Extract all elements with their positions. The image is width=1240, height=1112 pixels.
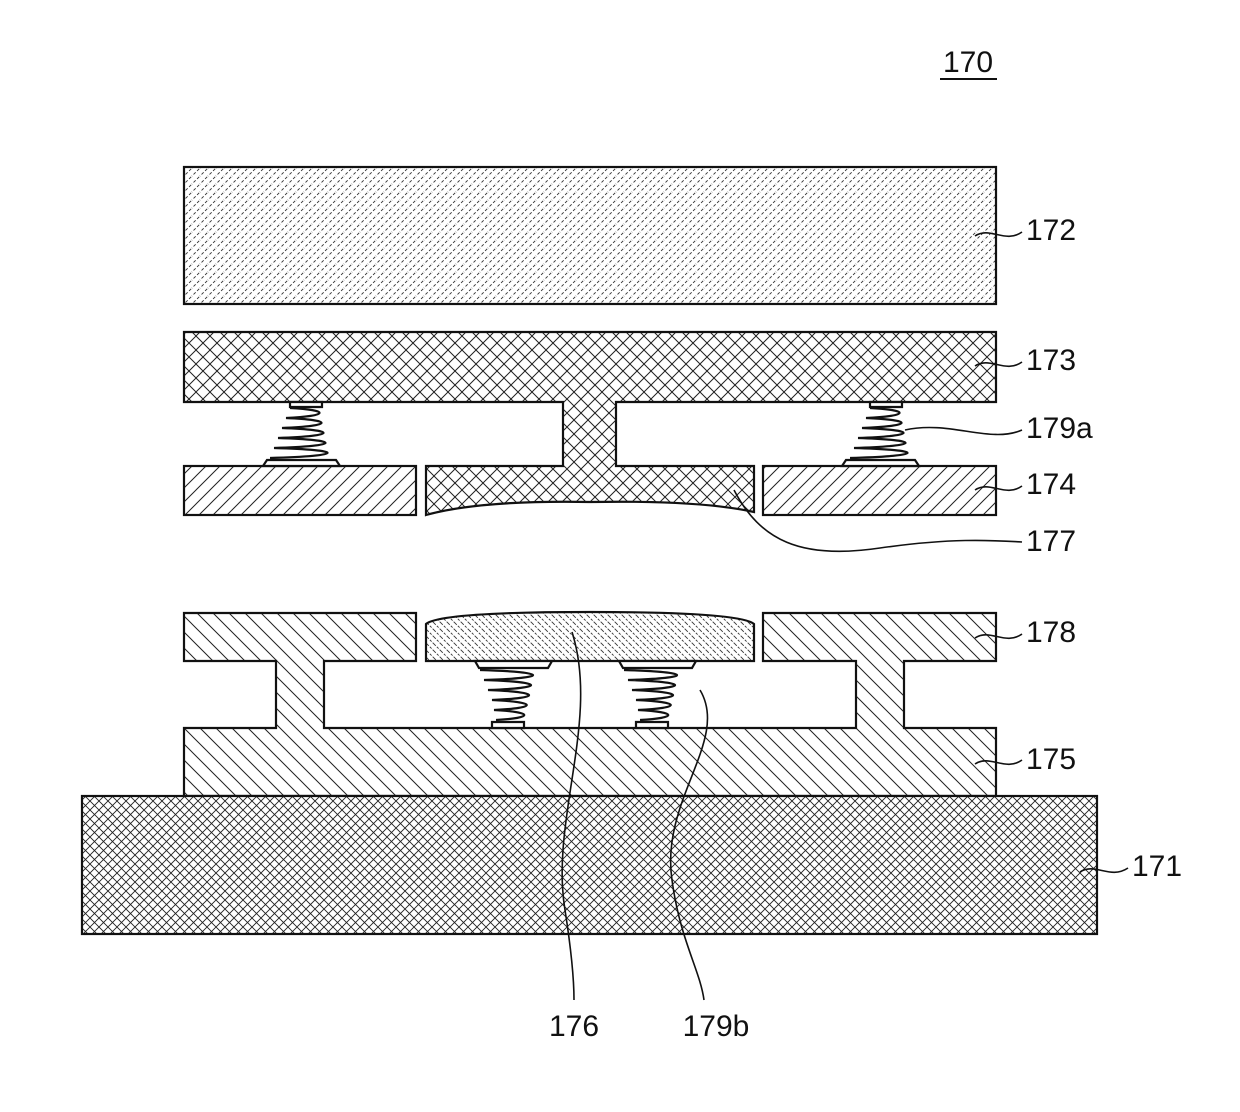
upper-carrier-right	[763, 466, 996, 515]
label-177: 177	[1026, 525, 1076, 558]
assembly-label: 170	[940, 46, 997, 79]
upper-spring-right	[842, 402, 919, 466]
label-179a: 179a	[1026, 412, 1093, 445]
assembly-number: 170	[943, 46, 993, 79]
label-173: 173	[1026, 344, 1076, 377]
label-176: 176	[549, 1010, 599, 1043]
lower-pad	[426, 612, 754, 661]
label-172: 172	[1026, 214, 1076, 247]
upper-carrier-left	[184, 466, 416, 515]
label-178: 178	[1026, 616, 1076, 649]
upper-spring-left	[263, 402, 340, 466]
base-plate	[82, 796, 1097, 934]
label-179b: 179b	[683, 1010, 750, 1043]
top-plate	[184, 167, 996, 304]
lower-springs	[475, 661, 696, 728]
label-174: 174	[1026, 468, 1076, 501]
leader-179a	[905, 427, 1022, 434]
lower-spring-right	[619, 661, 696, 728]
label-171: 171	[1132, 850, 1182, 883]
lower-spring-left	[475, 661, 552, 728]
label-175: 175	[1026, 743, 1076, 776]
